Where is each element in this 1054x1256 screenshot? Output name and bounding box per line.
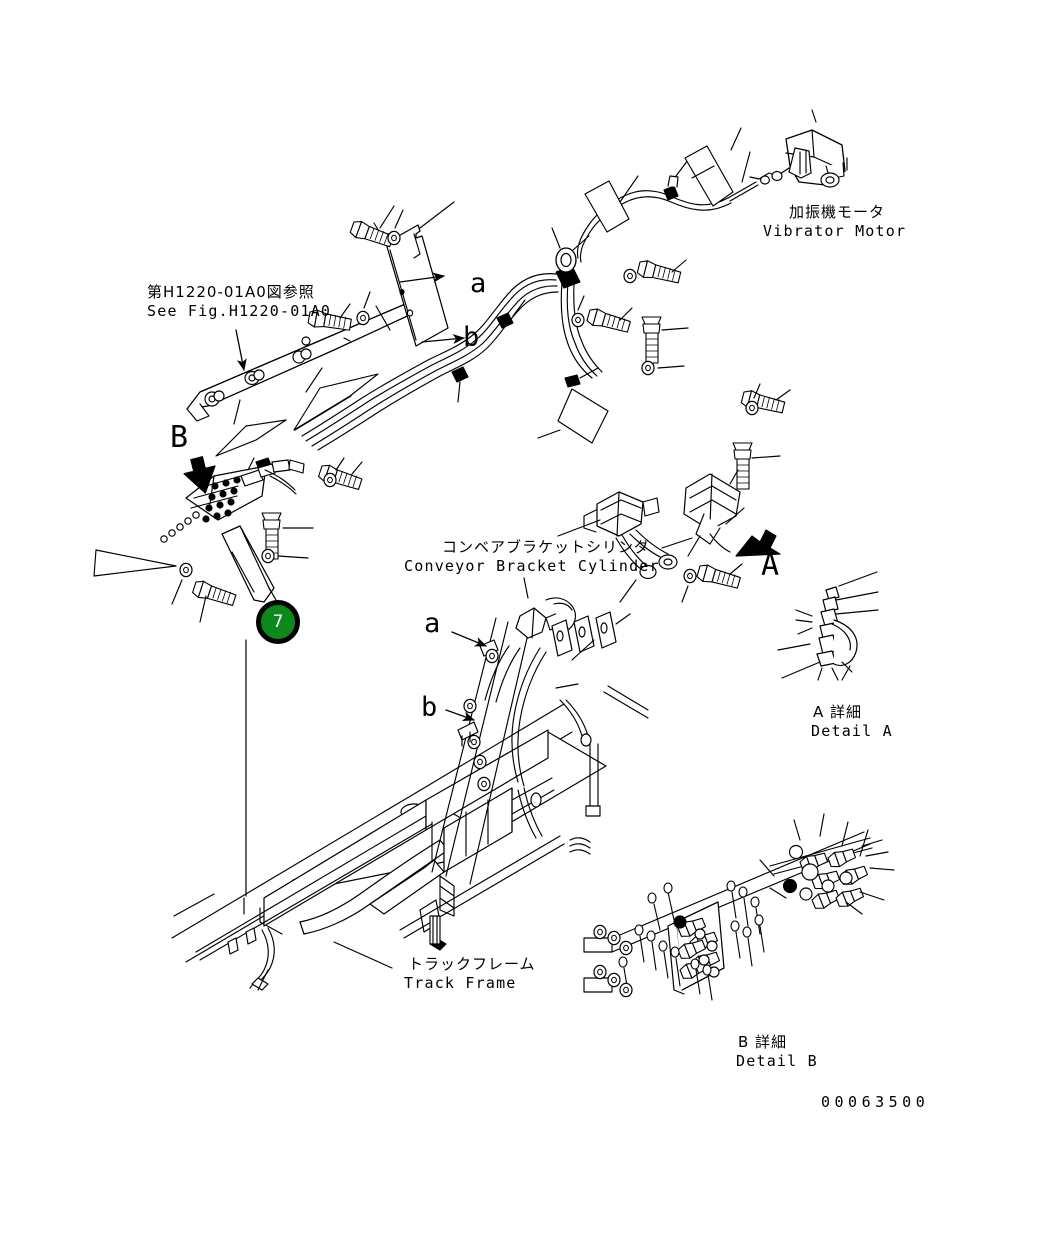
hose-clamp-vertical [564,374,581,388]
hose-guard-plate-vertical [557,388,609,444]
see-fig-label-jp: 第H1220-01A0図参照 [147,283,315,301]
callout-letter-b-upper: b [463,322,480,353]
cylinder-mount-bracket [683,473,741,553]
cover-plate-top [385,224,449,347]
detail-b-view [569,813,895,1001]
manifold-block-left [160,457,305,543]
hose-guard-plate-left [293,373,379,431]
detail-b-label-en: Detail B [736,1052,818,1070]
support-plate-part7 [221,525,275,603]
track-frame [171,703,607,991]
section-arrow-b [183,456,216,494]
track-frame-label-jp: トラックフレーム [408,955,536,973]
section-mark-b: B [170,420,189,455]
vibrator-motor-part [727,129,848,202]
vibrator-motor-label-jp: 加振機モータ [789,203,886,221]
section-arrow-a [735,529,781,557]
see-fig-label-en: See Fig.H1220-01A0 [147,302,332,320]
conveyor-bracket-cylinder-label-jp: コンベアブラケットシリンダ [442,538,651,556]
detail-a-label-jp: A 詳細 [813,703,863,721]
upper-bracket-arm [186,301,417,422]
hose-bundle-main-left [301,273,559,451]
detail-b-label-jp: B 詳細 [738,1033,788,1051]
callout-letter-a-upper: a [470,268,487,299]
hose-vertical-down [560,281,603,379]
hose-junction-block [551,227,590,289]
conveyor-arm-column [431,577,649,885]
vibrator-motor-label-en: Vibrator Motor [763,222,907,240]
hose-guard-plate-mid [584,180,630,233]
callout-letter-a-lower: a [424,608,441,639]
item-callout-bubble-7[interactable]: 7 [256,600,300,644]
hose-clamp-a [496,312,514,329]
hose-guard-plate-left2 [215,419,287,457]
conveyor-bracket-cylinder-label-en: Conveyor Bracket Cylinder [404,557,660,575]
hose-clamp-b [451,366,469,383]
conveyor-bracket-cylinder [583,491,678,580]
drawing-number: 00063500 [821,1093,930,1111]
hose-guard-plate-right [684,145,734,207]
section-mark-a: A [761,548,780,583]
callout-letter-b-lower: b [421,692,438,723]
detail-a-view [777,571,879,681]
track-frame-label-en: Track Frame [404,974,517,992]
hose-clamp-upper [663,175,679,201]
detail-a-label-en: Detail A [811,722,893,740]
